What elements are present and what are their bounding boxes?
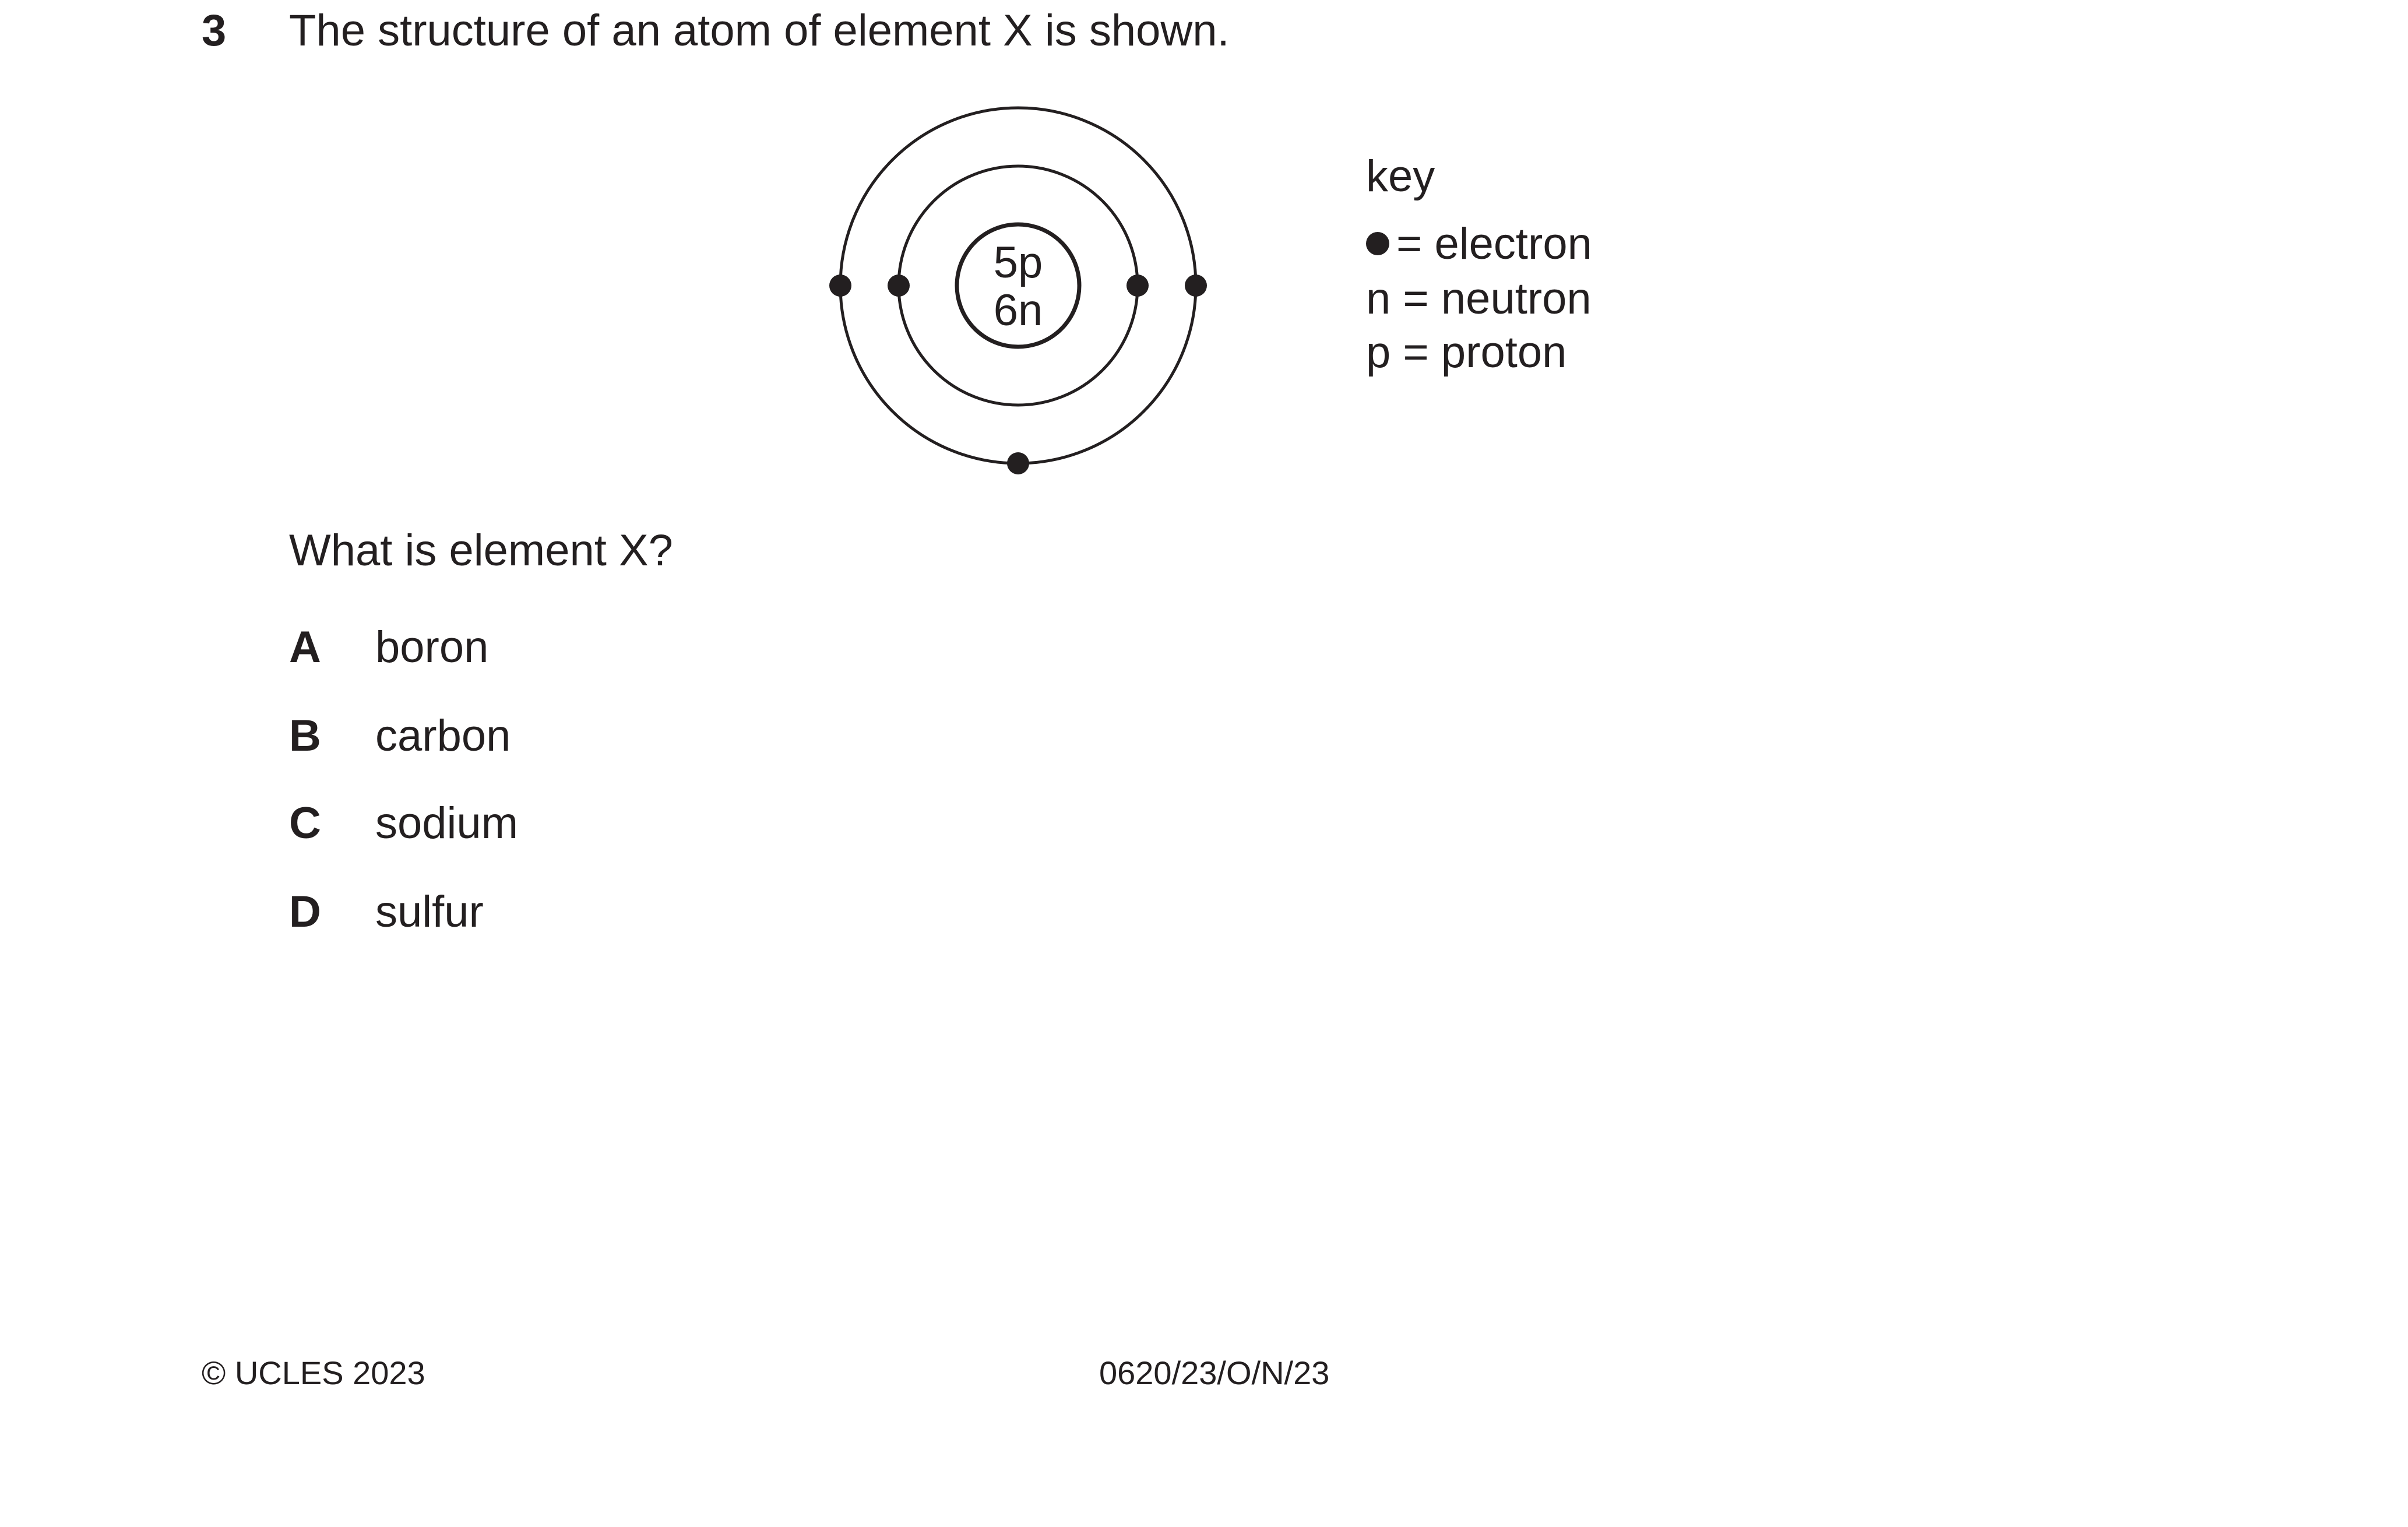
key-item-symbol: n [1366, 274, 1391, 323]
key-item-neutron: n = neutron [1366, 273, 1592, 325]
option-b-letter: B [289, 711, 321, 761]
question-number: 3 [202, 6, 227, 55]
electron-outer-bottom [1007, 452, 1029, 474]
nucleus [955, 222, 1082, 349]
key-item-proton: p = proton [1366, 326, 1566, 379]
outer-shell [839, 106, 1198, 465]
option-a-text: boron [375, 622, 489, 672]
key-item-text: = electron [1396, 219, 1592, 269]
electron-dot-icon [1366, 231, 1389, 255]
key-item-text: = neutron [1403, 274, 1592, 323]
inner-shell [897, 164, 1139, 407]
electron-outer-left [829, 275, 851, 297]
option-d-text: sulfur [375, 887, 484, 937]
option-a-letter: A [289, 622, 321, 672]
nucleus-protons: 5p [994, 238, 1043, 287]
question-stem: The structure of an atom of element X is… [289, 6, 1230, 55]
electron-inner-right [1126, 275, 1149, 297]
question-prompt: What is element X? [289, 526, 673, 575]
option-c-letter: C [289, 798, 321, 848]
footer-paper-code: 0620/23/O/N/23 [1099, 1354, 1330, 1391]
nucleus-neutrons: 6n [994, 286, 1043, 335]
option-c-text: sodium [375, 798, 518, 848]
electron-outer-right [1185, 275, 1207, 297]
footer-copyright: © UCLES 2023 [202, 1354, 425, 1391]
key-item-electron: = electron [1366, 218, 1592, 270]
option-b-text: carbon [375, 711, 511, 761]
key-item-symbol: p [1366, 328, 1391, 377]
key-item-text: = proton [1403, 328, 1567, 377]
electron-inner-left [888, 275, 910, 297]
option-d-letter: D [289, 887, 321, 937]
key-title: key [1366, 152, 1435, 201]
